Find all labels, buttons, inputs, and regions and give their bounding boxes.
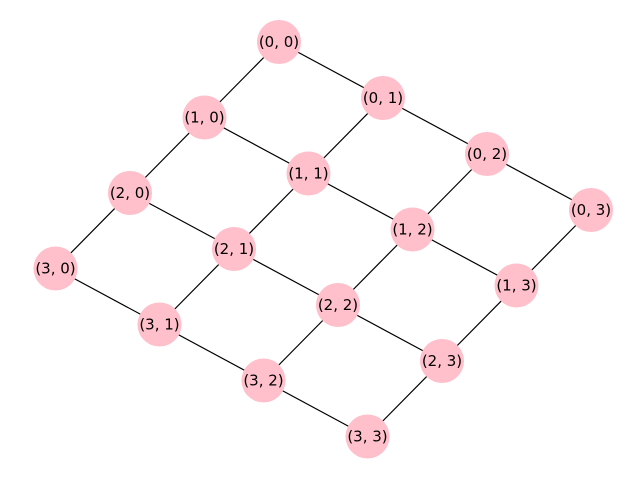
node-circle-0-0: [257, 20, 301, 64]
node-3-2: (3, 2): [241, 358, 286, 403]
node-circle-2-3: [420, 339, 464, 383]
node-1-2: (1, 2): [390, 207, 435, 252]
node-label-2-0: (2, 0): [110, 184, 150, 202]
node-label-1-0: (1, 0): [184, 109, 224, 127]
node-label-2-2: (2, 2): [318, 296, 358, 314]
node-0-3: (0, 3): [569, 188, 613, 232]
node-3-3: (3, 3): [345, 414, 390, 459]
node-circle-0-3: [569, 188, 613, 232]
node-label-3-3: (3, 3): [347, 428, 387, 446]
node-circle-1-2: [390, 207, 435, 252]
node-circle-2-0: [108, 171, 152, 215]
node-circle-3-2: [241, 358, 286, 403]
node-circle-0-2: [465, 132, 509, 176]
node-label-0-2: (0, 2): [467, 145, 507, 163]
node-circle-3-1: [137, 302, 182, 347]
edges-layer: [55, 41, 592, 438]
node-circle-1-3: [494, 263, 539, 308]
node-circle-2-2: [316, 283, 360, 327]
node-1-3: (1, 3): [494, 263, 539, 308]
node-1-0: (1, 0): [182, 95, 227, 140]
node-circle-3-3: [345, 414, 390, 459]
node-2-2: (2, 2): [316, 283, 360, 327]
node-2-3: (2, 3): [420, 339, 464, 383]
node-label-3-1: (3, 1): [139, 316, 179, 334]
node-label-1-1: (1, 1): [288, 165, 328, 183]
node-1-1: (1, 1): [286, 151, 331, 196]
node-circle-1-1: [286, 151, 331, 196]
node-label-1-3: (1, 3): [496, 277, 536, 295]
node-0-2: (0, 2): [465, 132, 509, 176]
node-3-1: (3, 1): [137, 302, 182, 347]
node-circle-2-1: [212, 227, 256, 271]
node-label-3-0: (3, 0): [35, 260, 75, 278]
node-label-3-2: (3, 2): [243, 372, 283, 390]
node-2-1: (2, 1): [212, 227, 256, 271]
node-circle-3-0: [33, 246, 78, 291]
node-0-1: (0, 1): [361, 76, 405, 120]
node-label-1-2: (1, 2): [392, 221, 432, 239]
node-label-2-3: (2, 3): [422, 352, 462, 370]
node-label-2-1: (2, 1): [214, 240, 254, 258]
node-label-0-1: (0, 1): [363, 89, 403, 107]
node-3-0: (3, 0): [33, 246, 78, 291]
nodes-layer: (0, 0) (0, 1) (0, 2) (0, 3) (1, 0) (1, 1) (1, …: [33, 20, 613, 459]
node-circle-1-0: [182, 95, 227, 140]
node-0-0: (0, 0): [257, 20, 301, 64]
node-2-0: (2, 0): [108, 171, 152, 215]
node-circle-0-1: [361, 76, 405, 120]
node-label-0-0: (0, 0): [259, 33, 299, 51]
node-label-0-3: (0, 3): [571, 201, 611, 219]
